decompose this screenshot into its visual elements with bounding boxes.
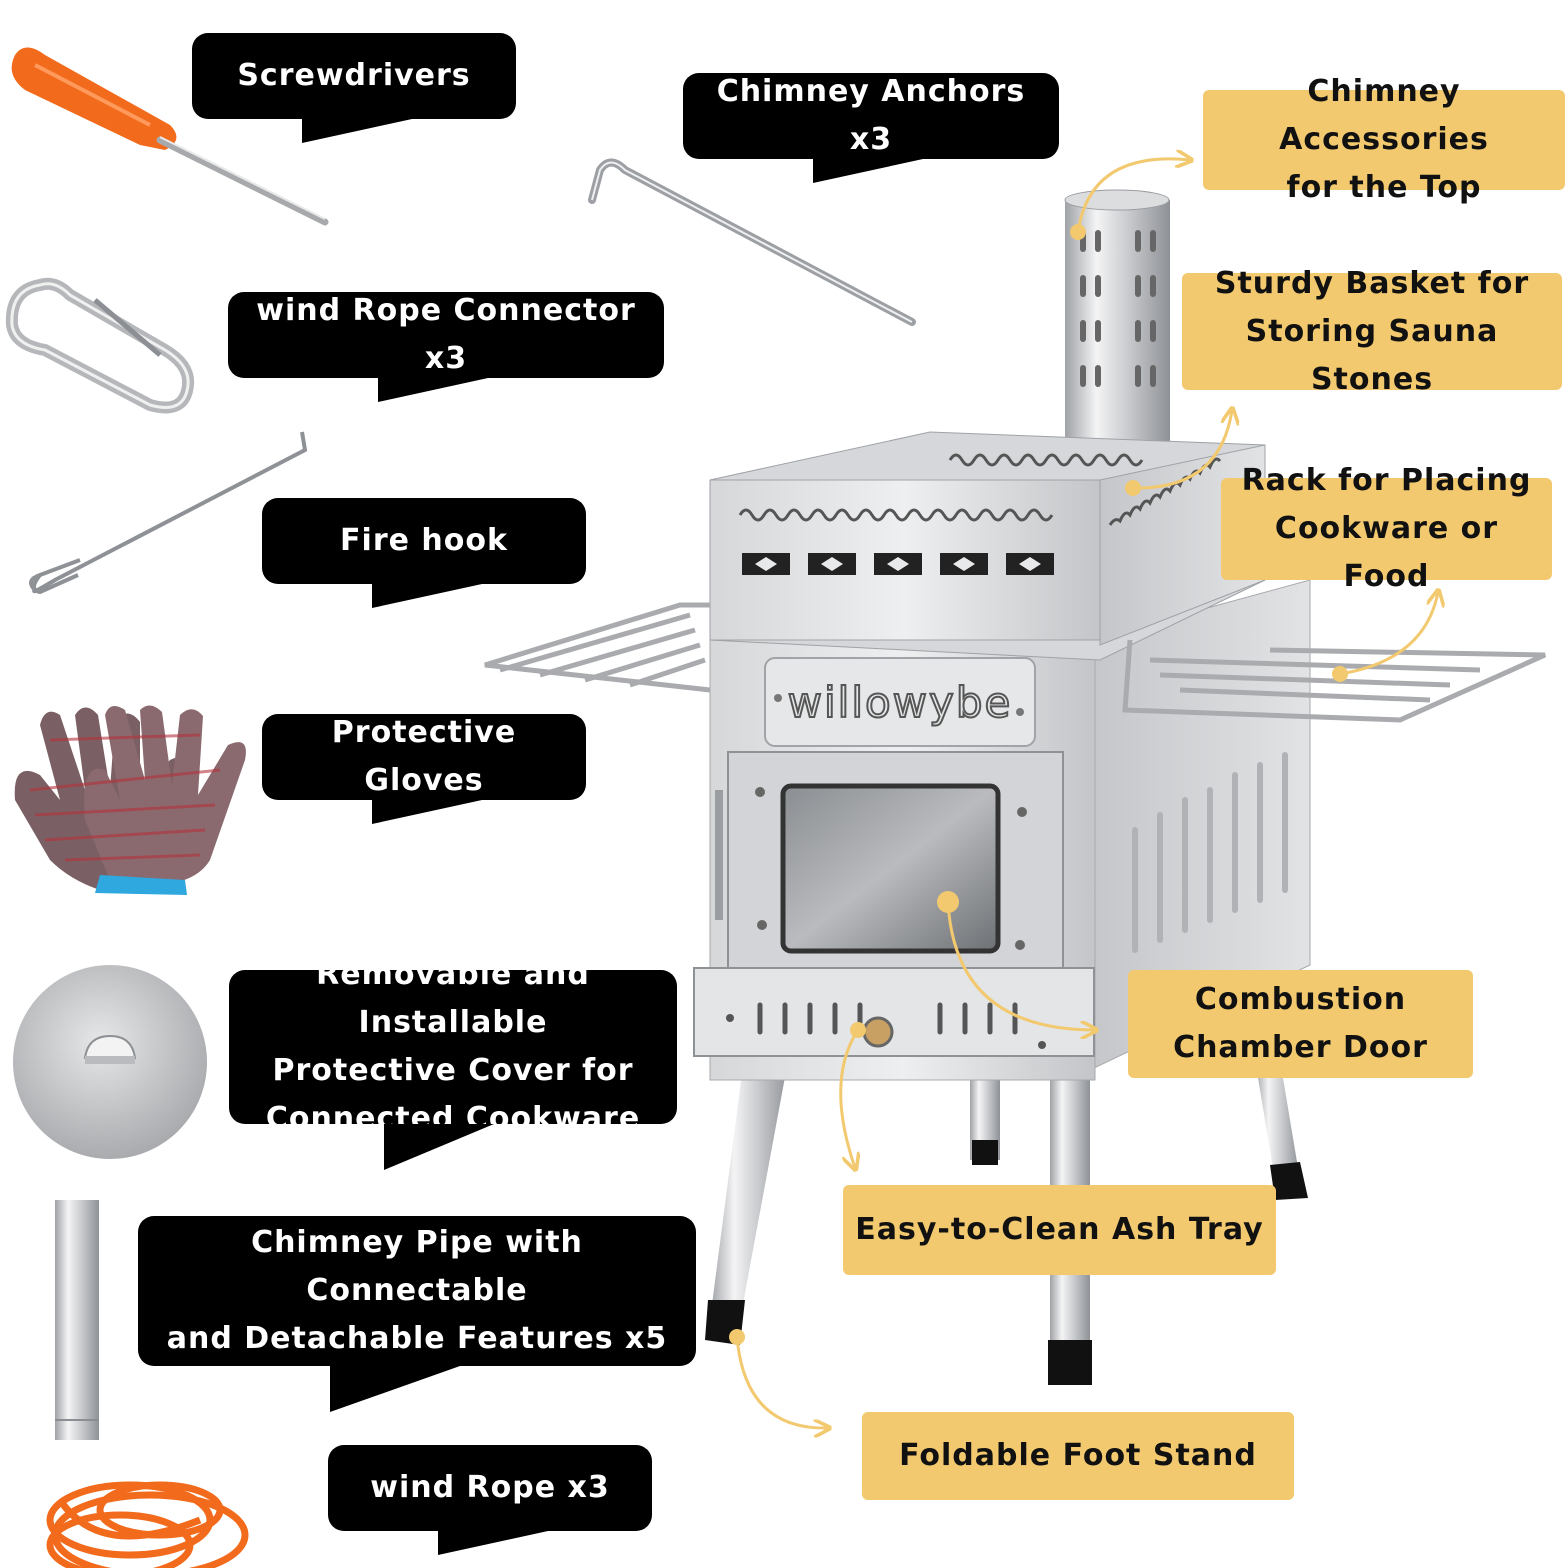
bubble-tail [438,1531,548,1555]
callout-wind-rope: wind Rope x3 [328,1445,652,1555]
bubble-tail [372,800,482,824]
bubble-tail [384,1124,494,1170]
callout-fire-hook-text: Fire hook [340,523,508,558]
callout-arrows [735,159,1438,1428]
chimney-pipe-image [55,1200,99,1440]
label-ash-tray-text: Easy-to-Clean Ash Tray [855,1212,1264,1247]
callout-chimney-pipe-line-1: Chimney Pipe with Connectable [251,1225,583,1308]
label-door-line-2: Chamber Door [1173,1030,1428,1065]
callout-rope-connector: wind Rope Connector x3 [228,292,664,402]
label-door-line-1: Combustion [1194,982,1407,1017]
label-rack-line-2: Cookware or Food [1274,511,1499,594]
callout-cover-line-2: Protective Cover for [272,1053,634,1088]
callout-cover-line-1: Removable and Installable [316,957,590,1040]
label-chimney-top: Chimney Accessories for the Top [1203,74,1565,205]
label-chimney-top-line-2: for the Top [1286,170,1482,205]
label-door: Combustion Chamber Door [1128,970,1473,1078]
bubble-tail [372,584,482,608]
chimney-anchor-image [588,158,916,326]
label-basket-line-2: Storing Sauna Stones [1245,313,1499,397]
bubble-tail [378,378,488,402]
callout-dots [729,224,1348,1345]
wind-rope-image [46,1481,249,1568]
callout-gloves-text: Protective Gloves [331,715,517,798]
bubble-tail [302,119,412,143]
fire-hook-image [29,431,308,595]
label-basket: Sturdy Basket for Storing Sauna Stones [1182,266,1562,397]
label-foot-stand: Foldable Foot Stand [862,1412,1294,1500]
label-rack: Rack for Placing Cookware or Food [1221,463,1552,594]
label-rack-line-1: Rack for Placing [1241,463,1532,498]
carabiner-image [5,277,195,414]
bubble-tail [330,1366,460,1412]
callout-screwdrivers: Screwdrivers [192,33,516,143]
label-chimney-top-line-1: Chimney Accessories [1279,74,1489,157]
protective-cover-image [13,965,207,1159]
label-basket-line-1: Sturdy Basket for [1214,265,1530,301]
label-foot-stand-text: Foldable Foot Stand [899,1438,1257,1473]
screwdriver-image [11,47,329,226]
callout-chimney-pipe-line-2: and Detachable Features x5 [166,1321,668,1356]
callout-screwdrivers-text: Screwdrivers [237,58,471,93]
bubble-tail [813,159,923,183]
callout-chimney-anchors: Chimney Anchors x3 [683,73,1059,183]
callout-rope-connector-text: wind Rope Connector x3 [256,293,636,376]
callout-chimney-anchors-text: Chimney Anchors x3 [716,74,1026,157]
callout-wind-rope-text: wind Rope x3 [370,1470,610,1505]
stove-image [484,189,1547,1385]
callout-cover: Removable and Installable Protective Cov… [229,957,677,1170]
gloves-image [14,705,246,895]
callout-gloves: Protective Gloves [262,714,586,824]
brand-logo: willowybe [787,677,1013,728]
callout-chimney-pipe: Chimney Pipe with Connectable and Detach… [138,1216,696,1412]
label-ash-tray: Easy-to-Clean Ash Tray [843,1185,1276,1275]
callout-fire-hook: Fire hook [262,498,586,608]
